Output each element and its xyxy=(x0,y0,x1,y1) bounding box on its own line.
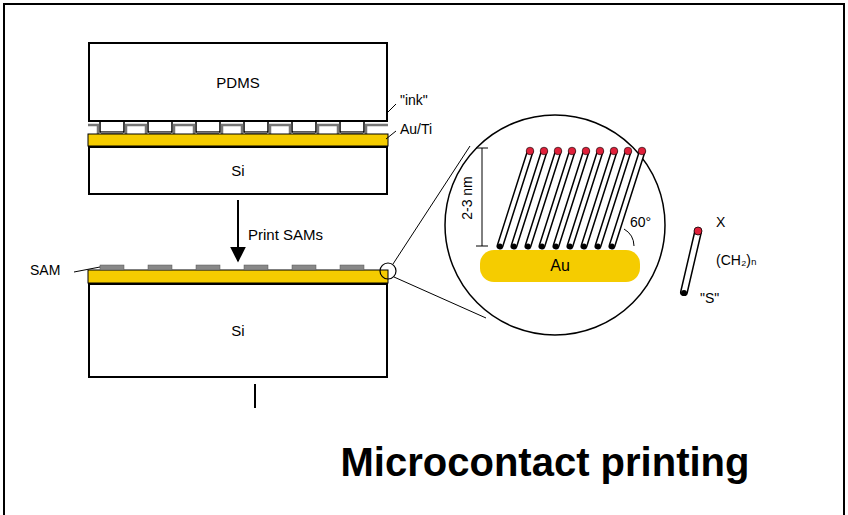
stamp-box: PDMS xyxy=(88,42,388,122)
process-arrow xyxy=(237,200,239,261)
leader-line xyxy=(386,131,396,139)
dimension-label: 2-3 nm xyxy=(459,174,475,222)
single-molecule xyxy=(681,227,702,296)
frame xyxy=(4,4,844,515)
anchor-label: "S" xyxy=(700,290,719,306)
gold-layer xyxy=(88,134,388,146)
dimension-tick xyxy=(476,246,488,247)
substrate-box: Si xyxy=(88,146,388,195)
gold-bar: Au xyxy=(480,250,640,282)
node-text: Si xyxy=(231,322,244,339)
dimension-tick xyxy=(476,148,488,149)
leader-line xyxy=(74,267,100,272)
diagram-title: Microcontact printing xyxy=(341,440,750,485)
dimension-line xyxy=(482,148,483,246)
sam-pads xyxy=(100,265,364,270)
gold-layer xyxy=(88,270,388,283)
group-label: X xyxy=(716,214,725,230)
layer-label: SAM xyxy=(30,262,60,278)
edge-label: Print SAMs xyxy=(248,226,323,243)
chain-label: (CH₂)ₙ xyxy=(716,252,757,268)
ink-label: "ink" xyxy=(400,92,428,108)
sam-molecules xyxy=(498,147,646,248)
angle-arc xyxy=(624,229,634,246)
continuation-line xyxy=(254,384,256,408)
node-text: Si xyxy=(231,162,244,179)
angle-label: 60° xyxy=(630,214,651,230)
node-text: PDMS xyxy=(216,74,259,91)
zoom-circle xyxy=(445,115,665,335)
zoom-spot xyxy=(380,263,396,279)
layer-label: Au/Ti xyxy=(400,121,432,137)
substrate-box: Si xyxy=(88,283,388,378)
node-text: Au xyxy=(550,257,570,275)
